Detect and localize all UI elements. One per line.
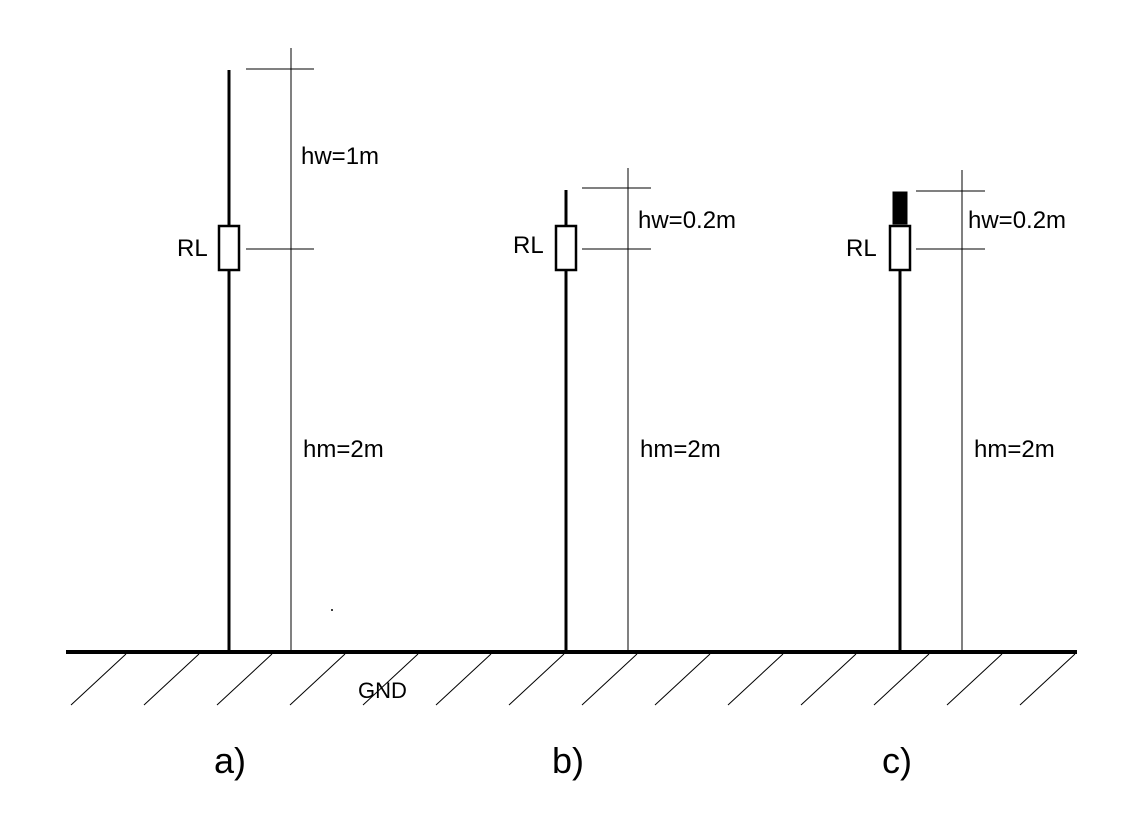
- antenna-c-upper-dimension: hw=0.2m: [968, 207, 1066, 234]
- antenna-c: RL hw=0.2m hm=2m c): [846, 170, 1066, 781]
- antenna-c-load-resistor: [888, 224, 912, 272]
- antenna-b-upper-dimension: hw=0.2m: [638, 207, 736, 234]
- hatch-line: [727, 653, 784, 706]
- hatch-line: [800, 653, 857, 706]
- antenna-b-load-resistor: [554, 224, 578, 272]
- antenna-c-caption: c): [882, 740, 912, 781]
- hatch-line: [70, 653, 127, 706]
- hatch-line: [946, 653, 1003, 706]
- antenna-a-upper-dimension: hw=1m: [301, 143, 379, 170]
- antenna-c-load-label: RL: [846, 235, 877, 262]
- stray-dot: [331, 609, 333, 611]
- antenna-c-top-load: [892, 191, 908, 225]
- hatch-line: [1019, 653, 1076, 706]
- antenna-a-caption: a): [214, 740, 246, 781]
- hatch-line: [581, 653, 638, 706]
- ground-label: GND: [358, 678, 407, 703]
- antenna-a-load-resistor: [217, 224, 241, 272]
- ground-hatching: [70, 653, 1076, 706]
- antenna-b-load-label: RL: [513, 232, 544, 259]
- antenna-b-lower-dimension: hm=2m: [640, 436, 721, 463]
- hatch-line: [654, 653, 711, 706]
- hatch-line: [508, 653, 565, 706]
- hatch-line: [289, 653, 346, 706]
- hatch-line: [143, 653, 200, 706]
- hatch-line: [435, 653, 492, 706]
- hatch-line: [873, 653, 930, 706]
- antenna-a-lower-dimension: hm=2m: [303, 436, 384, 463]
- antenna-a: RL hw=1m hm=2m a): [177, 48, 384, 781]
- hatch-line: [216, 653, 273, 706]
- antenna-b-caption: b): [552, 740, 584, 781]
- ground: GND: [66, 650, 1077, 706]
- antenna-a-load-label: RL: [177, 235, 208, 262]
- antenna-b: RL hw=0.2m hm=2m b): [513, 168, 736, 781]
- hatch-line: [362, 653, 419, 706]
- antenna-c-lower-dimension: hm=2m: [974, 436, 1055, 463]
